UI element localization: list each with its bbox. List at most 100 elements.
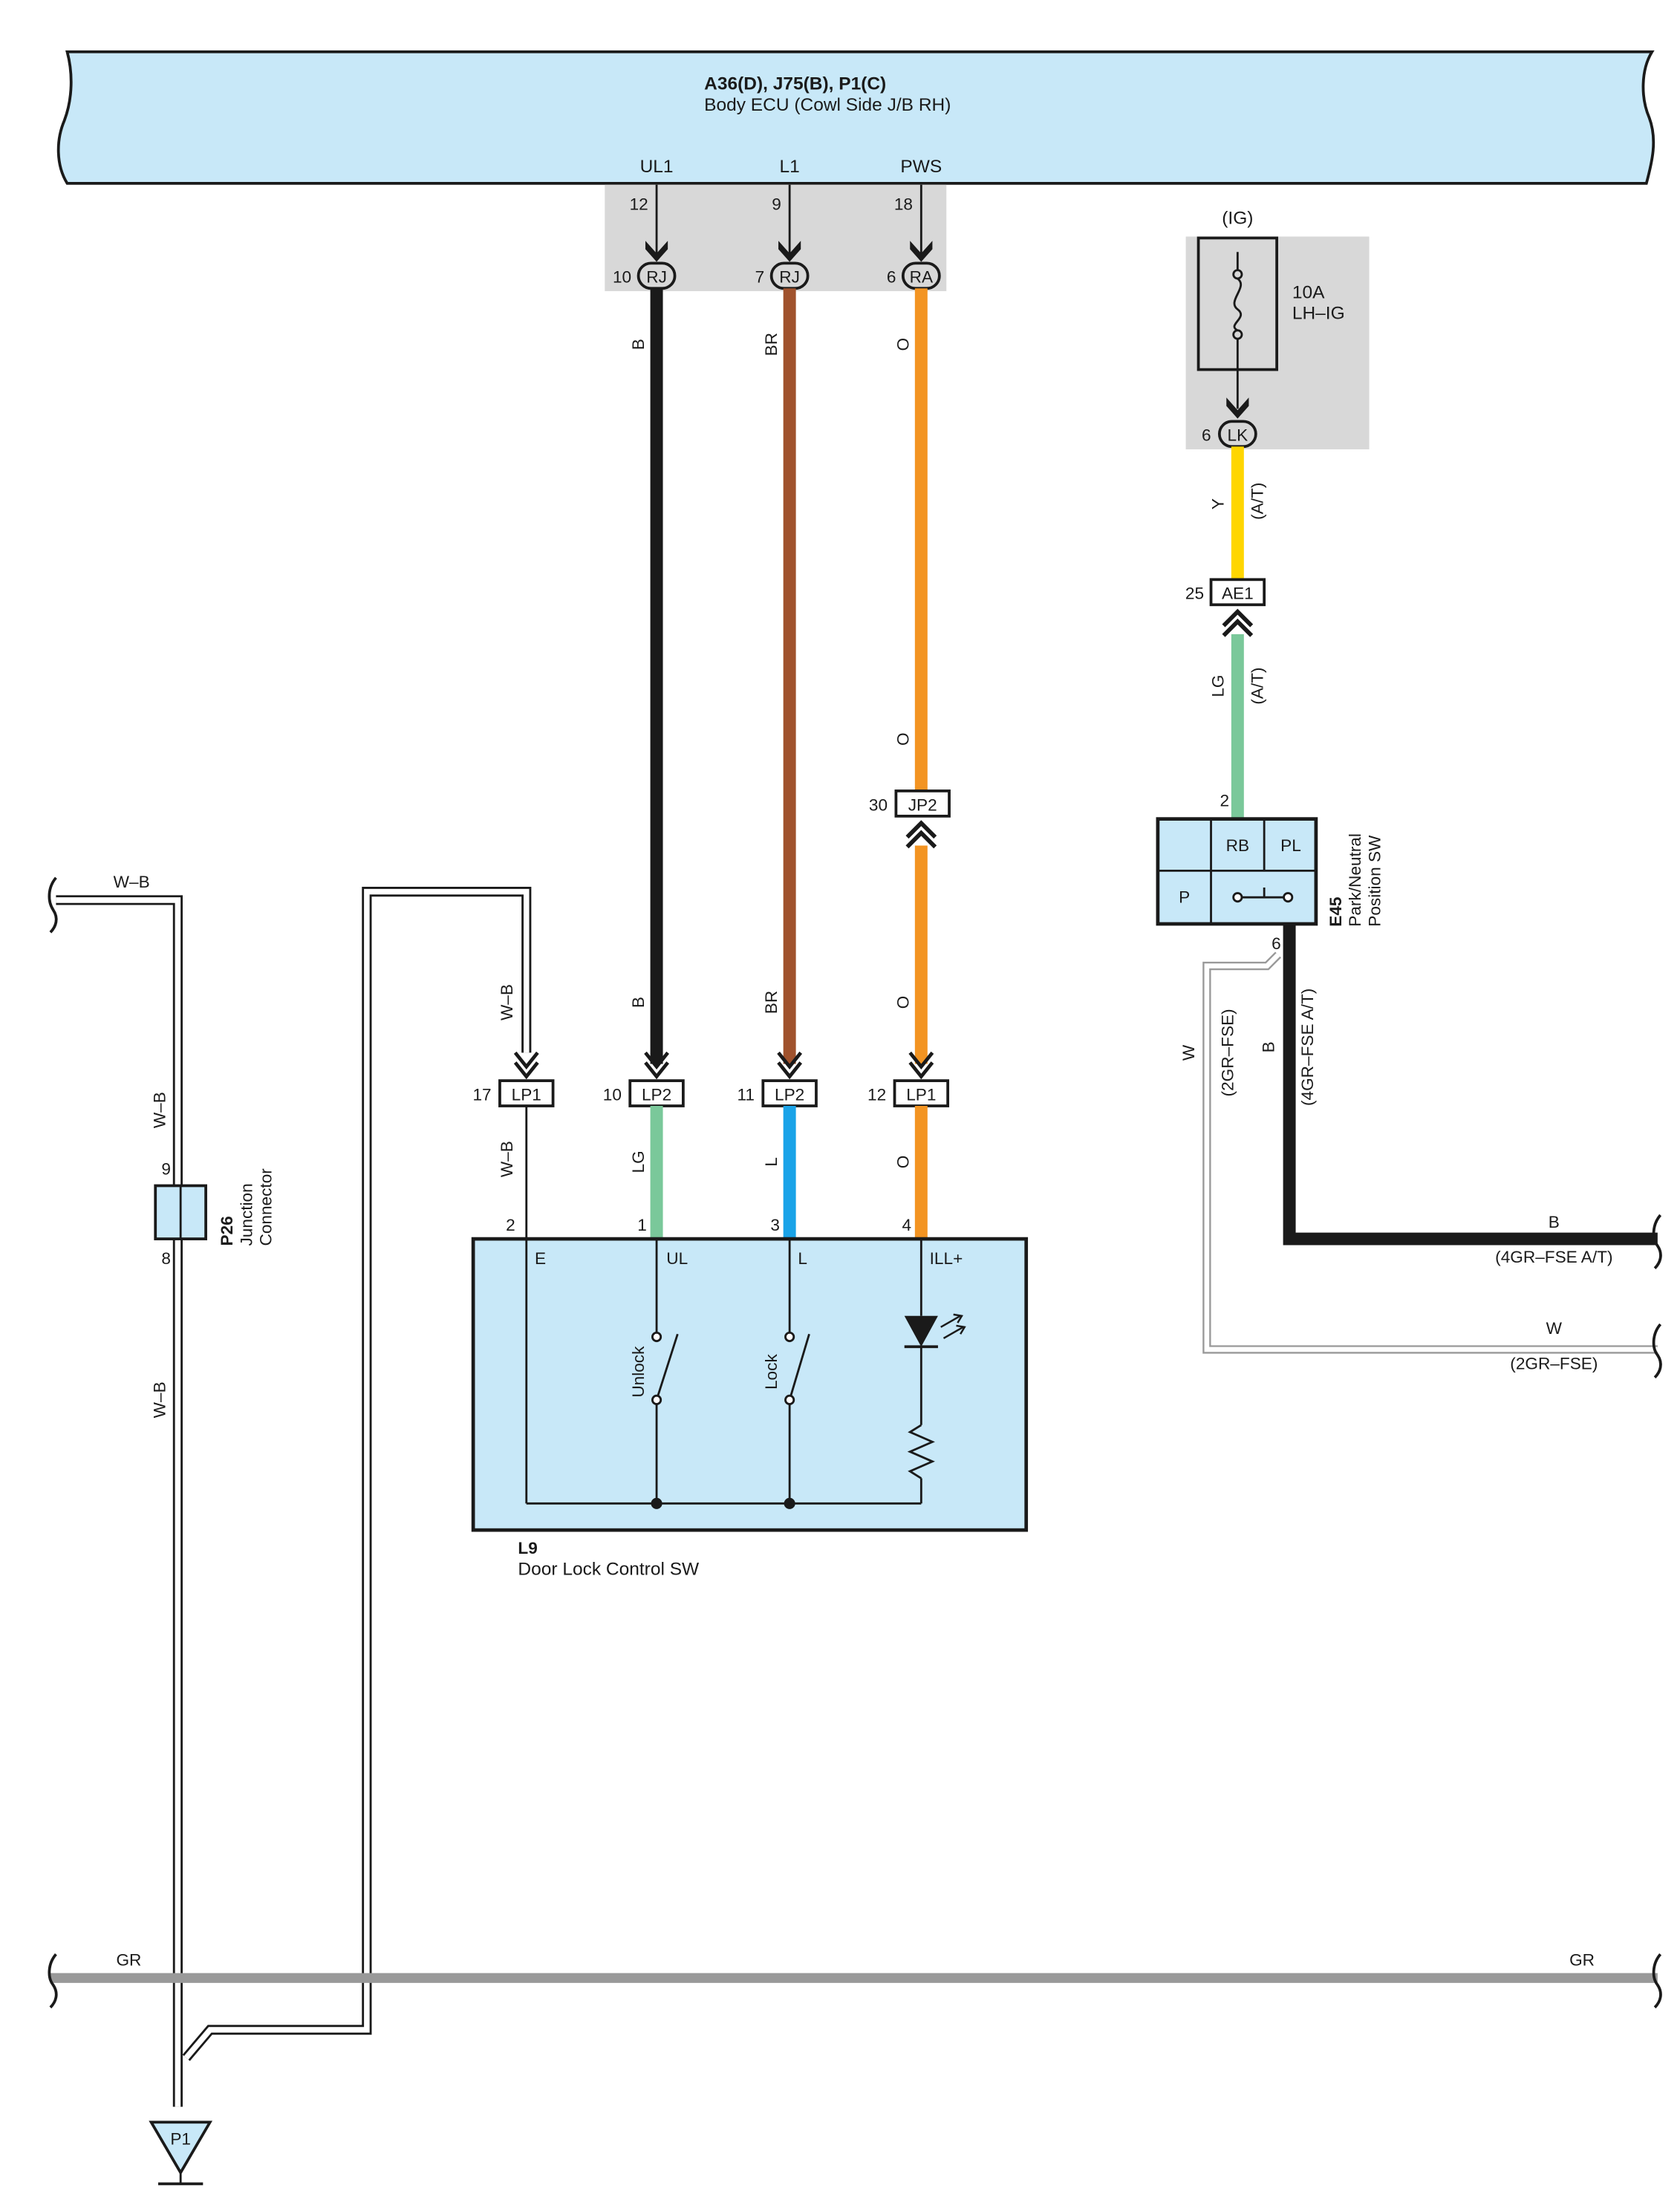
- svg-text:L: L: [798, 1249, 807, 1268]
- svg-text:AE1: AE1: [1222, 585, 1254, 603]
- svg-text:ILL+: ILL+: [930, 1249, 963, 1268]
- light-rays-icon: [940, 1313, 966, 1339]
- door-lock-control-sw: [471, 1237, 1029, 1532]
- svg-text:RA: RA: [910, 268, 934, 287]
- svg-text:GR: GR: [116, 1950, 141, 1969]
- svg-text:UL: UL: [666, 1249, 688, 1268]
- ecu-pin-label-l1: L1: [780, 157, 800, 177]
- wire-label-o-mid: O: [893, 732, 912, 746]
- svg-text:10: 10: [613, 268, 631, 287]
- svg-text:(4GR–FSE A/T): (4GR–FSE A/T): [1495, 1248, 1612, 1266]
- svg-text:30: 30: [869, 795, 888, 814]
- svg-text:(2GR–FSE): (2GR–FSE): [1219, 1009, 1237, 1096]
- up-arrow-icon: [1222, 608, 1254, 637]
- wire-label-b-mid: B: [629, 997, 648, 1008]
- door-sw-id: L9: [518, 1539, 537, 1557]
- svg-text:E: E: [535, 1249, 546, 1268]
- led-icon: [904, 1315, 938, 1347]
- svg-text:P26: P26: [218, 1216, 236, 1246]
- svg-text:(IG): (IG): [1222, 209, 1253, 229]
- lock-label: Lock: [762, 1354, 781, 1390]
- lock-switch-contact: [788, 1333, 810, 1401]
- ground-icon: [149, 2120, 213, 2176]
- svg-text:RJ: RJ: [646, 268, 667, 287]
- break-mark-icon: [48, 876, 58, 934]
- svg-text:1: 1: [637, 1216, 647, 1234]
- svg-text:W: W: [1546, 1319, 1563, 1338]
- svg-text:8: 8: [161, 1249, 171, 1268]
- svg-text:(A/T): (A/T): [1248, 483, 1266, 520]
- unlock-switch-contact: [655, 1333, 679, 1401]
- svg-text:LK: LK: [1228, 426, 1248, 445]
- svg-text:JP2: JP2: [908, 795, 937, 814]
- ecu-pin-label-ul1: UL1: [640, 157, 674, 177]
- junction-jp2: [894, 789, 951, 818]
- svg-text:B: B: [1549, 1213, 1560, 1231]
- svg-text:RJ: RJ: [779, 268, 800, 287]
- resistor-icon: [907, 1424, 935, 1479]
- svg-text:RB: RB: [1226, 836, 1249, 855]
- break-mark-icon: [1652, 1214, 1662, 1269]
- wire-label-br-top: BR: [762, 333, 781, 356]
- wire-b-park: [1283, 923, 1658, 1246]
- svg-text:10A: 10A: [1292, 282, 1325, 302]
- svg-text:Y: Y: [1208, 498, 1227, 509]
- svg-text:25: 25: [1185, 585, 1204, 603]
- wire-label-o-top: O: [893, 338, 912, 351]
- arrow-icon: [777, 1051, 803, 1080]
- svg-text:3: 3: [770, 1216, 780, 1234]
- svg-text:6: 6: [1272, 934, 1281, 953]
- break-mark-icon: [1652, 1953, 1662, 2009]
- arrow-icon: [513, 1051, 539, 1080]
- svg-text:2: 2: [506, 1216, 515, 1234]
- svg-text:6: 6: [1202, 426, 1211, 445]
- junction-ae1: [1209, 578, 1266, 607]
- svg-text:LH–IG: LH–IG: [1292, 304, 1345, 324]
- wire-label-br-mid: BR: [762, 991, 781, 1014]
- svg-text:LP1: LP1: [512, 1085, 541, 1104]
- svg-text:W–B: W–B: [114, 873, 150, 891]
- svg-text:(2GR–FSE): (2GR–FSE): [1510, 1354, 1598, 1373]
- svg-text:6: 6: [887, 268, 896, 287]
- ecu-pin-label-pws: PWS: [900, 157, 942, 177]
- svg-text:LG: LG: [1208, 674, 1227, 697]
- arrow-icon: [778, 241, 801, 262]
- svg-text:Junction: Junction: [237, 1183, 255, 1246]
- svg-text:(A/T): (A/T): [1248, 667, 1266, 704]
- unlock-label: Unlock: [629, 1346, 648, 1398]
- svg-text:B: B: [1259, 1041, 1277, 1052]
- svg-text:L: L: [762, 1157, 781, 1167]
- svg-text:W–B: W–B: [498, 984, 516, 1020]
- svg-text:W–B: W–B: [150, 1381, 169, 1418]
- svg-text:9: 9: [161, 1159, 171, 1178]
- wire-wb-left: [56, 895, 183, 2107]
- door-sw-name: Door Lock Control SW: [518, 1559, 700, 1579]
- ecu-pin-num-9: 9: [772, 195, 781, 214]
- svg-text:LP2: LP2: [775, 1085, 804, 1104]
- svg-text:O: O: [893, 1156, 912, 1169]
- svg-text:Park/Neutral: Park/Neutral: [1346, 833, 1364, 927]
- svg-text:W–B: W–B: [498, 1141, 516, 1177]
- svg-text:PL: PL: [1280, 836, 1301, 855]
- arrow-icon: [908, 1051, 934, 1080]
- svg-text:W: W: [1179, 1044, 1198, 1061]
- svg-text:10: 10: [603, 1085, 622, 1104]
- wire-w-park: [1202, 951, 1658, 1354]
- svg-text:2: 2: [1220, 792, 1229, 810]
- svg-text:11: 11: [738, 1085, 755, 1104]
- svg-text:4: 4: [902, 1216, 912, 1234]
- ecu-pin-num-18: 18: [894, 195, 913, 214]
- arrow-icon: [910, 241, 933, 262]
- wire-label-b-top: B: [629, 339, 648, 350]
- svg-text:Position SW: Position SW: [1366, 835, 1384, 927]
- arrow-icon: [1226, 397, 1249, 419]
- svg-text:Connector: Connector: [257, 1168, 276, 1246]
- ecu-connectors: A36(D), J75(B), P1(C): [704, 74, 886, 94]
- svg-text:P: P: [1179, 888, 1190, 907]
- svg-text:W–B: W–B: [150, 1092, 169, 1128]
- svg-text:17: 17: [472, 1085, 491, 1104]
- body-ecu-box: [56, 50, 1655, 185]
- svg-text:LP2: LP2: [642, 1085, 671, 1104]
- ecu-name: Body ECU (Cowl Side J/B RH): [704, 95, 951, 115]
